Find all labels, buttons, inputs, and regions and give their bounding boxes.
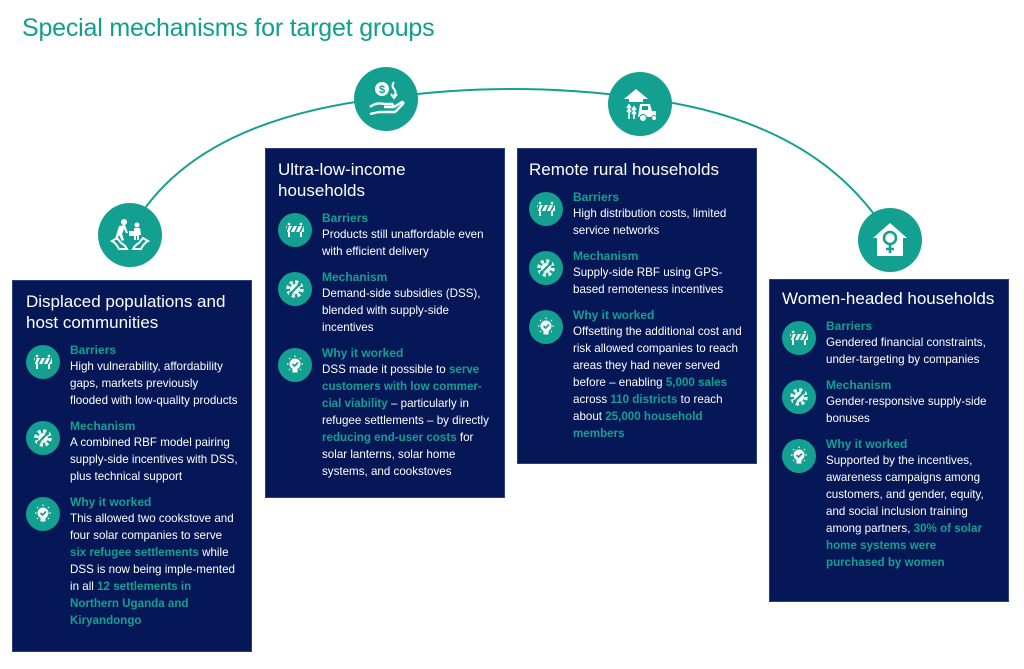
lightbulb-check-icon (529, 310, 563, 344)
lightbulb-check-icon (278, 348, 312, 382)
road-barrier-icon (529, 192, 563, 226)
money-hand-icon: $ (354, 67, 418, 131)
mechanism-text: Supply-side RBF using GPS-based remotene… (573, 266, 724, 296)
body-text: Supported by the incentives, awareness c… (826, 454, 984, 535)
why-text: This allowed two cookstove and four sola… (70, 510, 239, 629)
body-text: Offsetting the additional cost and risk … (573, 325, 742, 389)
woman-house-icon (858, 208, 922, 272)
highlight-text: 25,000 household members (573, 410, 703, 440)
barriers-label: Barriers (826, 319, 873, 333)
card-title: Displaced populations and host communiti… (26, 292, 226, 332)
mechanism-text: Gender-responsive supply-side bonuses (826, 395, 987, 425)
mechanism-label: Mechanism (826, 378, 892, 392)
page-title: Special mechanisms for target groups (22, 14, 435, 42)
card-title: Remote rural households (529, 160, 719, 179)
body-text: across (573, 393, 611, 406)
wrench-gear-icon (782, 380, 816, 414)
why-text: Supported by the incentives, awareness c… (826, 452, 996, 571)
why-label: Why it worked (826, 437, 908, 451)
barriers-label: Barriers (573, 190, 620, 204)
highlight-text: six refugee settlements (70, 546, 199, 559)
road-barrier-icon (26, 345, 60, 379)
wrench-gear-icon (26, 421, 60, 455)
barriers-text: High distribution costs, limited service… (573, 207, 727, 237)
why-label: Why it worked (573, 308, 655, 322)
mechanism-label: Mechanism (70, 419, 136, 433)
barriers-label: Barriers (70, 343, 117, 357)
wrench-gear-icon (529, 251, 563, 285)
mechanism-text: Demand-side subsidies (DSS), blended wit… (322, 287, 481, 334)
highlight-text: 12 settlements in Northern Uganda and Ki… (70, 580, 192, 627)
highlight-text: 5,000 sales (665, 376, 728, 389)
barriers-text: Gendered financial constraints, under-ta… (826, 336, 986, 366)
body-text: while DSS is now being imple-mented in a… (70, 546, 235, 593)
house-farm-tractor-icon (608, 72, 672, 136)
card-title: Women-headed households (782, 289, 995, 308)
body-text: This allowed two cookstove and four sola… (70, 512, 234, 542)
mechanism-label: Mechanism (573, 249, 639, 263)
why-label: Why it worked (322, 346, 404, 360)
why-text: DSS made it possible to serve customers … (322, 361, 492, 480)
wrench-gear-icon (278, 272, 312, 306)
body-text: for solar lanterns, solar home systems, … (322, 431, 474, 478)
why-label: Why it worked (70, 495, 152, 509)
highlight-text: reducing end-user costs (322, 431, 457, 444)
highlight-text: serve customers with low commer-cial via… (322, 363, 482, 410)
barriers-label: Barriers (322, 211, 369, 225)
body-text: – particularly in refugee settlements – … (322, 397, 489, 427)
body-text: DSS made it possible to (322, 363, 449, 376)
why-text: Offsetting the additional cost and risk … (573, 323, 744, 442)
barriers-text: Products still unaffordable even with ef… (322, 228, 484, 258)
highlight-text: 110 districts (610, 393, 678, 406)
road-barrier-icon (278, 213, 312, 247)
svg-text:$: $ (379, 84, 385, 96)
card-title: Ultra-low-income households (278, 160, 406, 200)
body-text: to reach about (573, 393, 723, 423)
road-barrier-icon (782, 321, 816, 355)
mechanism-row: Mechanism A combined RBF model pairing su… (26, 419, 239, 485)
barriers-text: High vulnerability, affordability gaps, … (70, 360, 238, 407)
displaced-family-hands-icon (98, 203, 162, 267)
lightbulb-check-icon (782, 439, 816, 473)
card-displaced-populations: Displaced populations and host communiti… (12, 280, 252, 652)
lightbulb-check-icon (26, 497, 60, 531)
mechanism-label: Mechanism (322, 270, 388, 284)
mechanism-text: A combined RBF model pairing supply-side… (70, 436, 238, 483)
highlight-text: 30% of solar home systems were purchased… (826, 522, 982, 569)
